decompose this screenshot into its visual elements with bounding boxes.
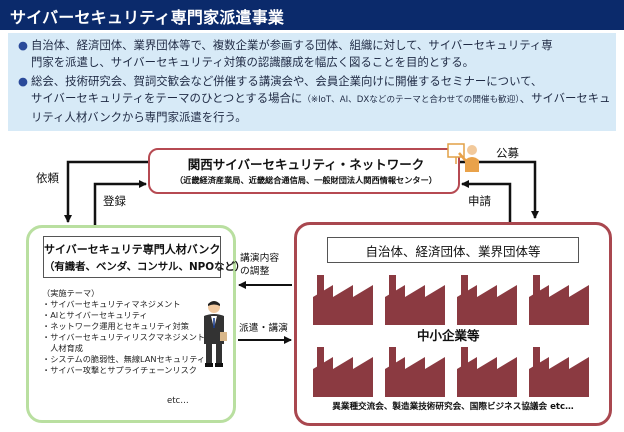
arrow-koubo bbox=[460, 160, 539, 219]
factory-icon bbox=[457, 275, 517, 325]
factory-icon bbox=[385, 275, 445, 325]
factory-icon bbox=[385, 347, 445, 397]
factory-icon bbox=[313, 275, 373, 325]
info-bullet-2-line2-a: サイバーセキュリティをテーマのひとつとする場合に bbox=[31, 91, 303, 105]
info-bullet-1-line2: 門家を派遣し、サイバーセキュリティ対策の認識醸成を幅広く図ることを目的とする。 bbox=[31, 55, 474, 69]
theme-line: ・サイバーセキュリティリスクマネジメントと bbox=[42, 332, 214, 342]
page-title: サイバーセキュリティ専門家派遣事業 bbox=[10, 8, 285, 27]
talent-bank-subtitle: （有識者、ベンダ、コンサル、NPOなど） bbox=[44, 261, 246, 273]
bullet-dot: ● bbox=[18, 74, 28, 88]
label-kouen-naiyou: 講演内容 の調整 bbox=[240, 252, 279, 278]
title-bar: サイバーセキュリティ専門家派遣事業 bbox=[0, 0, 624, 30]
arrow-shinsei bbox=[461, 180, 512, 222]
person-icon bbox=[204, 301, 227, 367]
theme-line: ・サイバーセキュリティマネジメント bbox=[42, 299, 181, 309]
kansai-network-box: 関西サイバーセキュリティ・ネットワーク （近畿経済産業局、近畿総合通信局、一般財… bbox=[148, 148, 460, 194]
info-bullet-1: ● 自治体、経済団体、業界団体等で、複数企業が参画する団体、組織に対して、サイバ… bbox=[18, 37, 553, 71]
factory-icon bbox=[529, 347, 589, 397]
presenter-icon bbox=[447, 143, 479, 172]
sme-center-label: 中小企業等 bbox=[417, 328, 480, 343]
info-bullet-2: ● 総会、技術研究会、賀詞交歓会など併催する講演会や、会員企業向けに開催するセミ… bbox=[18, 73, 611, 126]
theme-line: （実施テーマ） bbox=[42, 288, 100, 298]
info-box: ● 自治体、経済団体、業界団体等で、複数企業が参画する団体、組織に対して、サイバ… bbox=[8, 33, 616, 131]
label-shinsei: 申請 bbox=[468, 194, 491, 208]
talent-etc: etc… bbox=[167, 396, 189, 406]
info-bullet-2-line1: 総会、技術研究会、賀詞交歓会など併催する講演会や、会員企業向けに開催するセミナー… bbox=[31, 74, 543, 88]
arrow-irai bbox=[64, 160, 148, 223]
theme-line: ・サイバー攻撃とサプライチェーンリスク bbox=[42, 365, 197, 375]
theme-line: ・AIとサイバーセキュリティ bbox=[42, 310, 148, 320]
factory-icon bbox=[529, 275, 589, 325]
talent-bank-title: サイバーセキュリテ専門人材バンク bbox=[44, 243, 221, 256]
sme-box: 自治体、経済団体、業界団体等 中小企業等 異業種交流会、製造業技術研究会、国際ビ… bbox=[294, 222, 612, 426]
bullet-dot: ● bbox=[18, 38, 28, 52]
kansai-network-title: 関西サイバーセキュリティ・ネットワーク bbox=[187, 157, 425, 172]
info-bullet-2-line3: リティ人材バンクから専門家派遣を行う。 bbox=[31, 110, 247, 124]
info-bullet-2-line2: サイバーセキュリティをテーマのひとつとする場合に（※IoT、AI、DXなどのテー… bbox=[18, 90, 611, 109]
factory-icon bbox=[313, 347, 373, 397]
factory-icon bbox=[457, 347, 517, 397]
theme-line: ・システムの脆弱性、無線LANセキュリティ bbox=[42, 354, 206, 364]
label-touroku: 登録 bbox=[103, 194, 126, 208]
label-koubo: 公募 bbox=[496, 146, 519, 160]
label-irai: 依頼 bbox=[36, 171, 59, 185]
theme-line: 人材育成 bbox=[42, 343, 83, 353]
label-haken-kouen: 派遣・講演 bbox=[239, 323, 288, 334]
kansai-network-subtitle: （近畿経済産業局、近畿総合通信局、一般財団法人関西情報センター） bbox=[174, 175, 437, 185]
label-kouen-naiyou-line1: 講演内容 bbox=[240, 253, 280, 264]
talent-bank-header: サイバーセキュリテ専門人材バンク （有識者、ベンダ、コンサル、NPOなど） bbox=[43, 236, 246, 278]
label-kouen-naiyou-line2: の調整 bbox=[240, 266, 270, 277]
info-bullet-2-note: （※IoT、AI、DXなどのテーマと合わせての開催も歓迎） bbox=[302, 95, 520, 105]
arrow-touroku bbox=[93, 180, 147, 225]
sme-header: 自治体、経済団体、業界団体等 bbox=[327, 237, 579, 263]
info-bullet-2-line2-b: 、サイバーセキュ bbox=[519, 91, 611, 105]
info-bullet-1-line1: 自治体、経済団体、業界団体等で、複数企業が参画する団体、組織に対して、サイバーセ… bbox=[31, 38, 553, 52]
sme-bottom-label: 異業種交流会、製造業技術研究会、国際ビジネス協議会 etc… bbox=[332, 402, 574, 412]
theme-line: ・ネットワーク運用とセキュリティ対策 bbox=[42, 321, 189, 331]
talent-bank-box: サイバーセキュリテ専門人材バンク （有識者、ベンダ、コンサル、NPOなど） （実… bbox=[26, 225, 246, 423]
sme-title: 自治体、経済団体、業界団体等 bbox=[365, 244, 541, 259]
